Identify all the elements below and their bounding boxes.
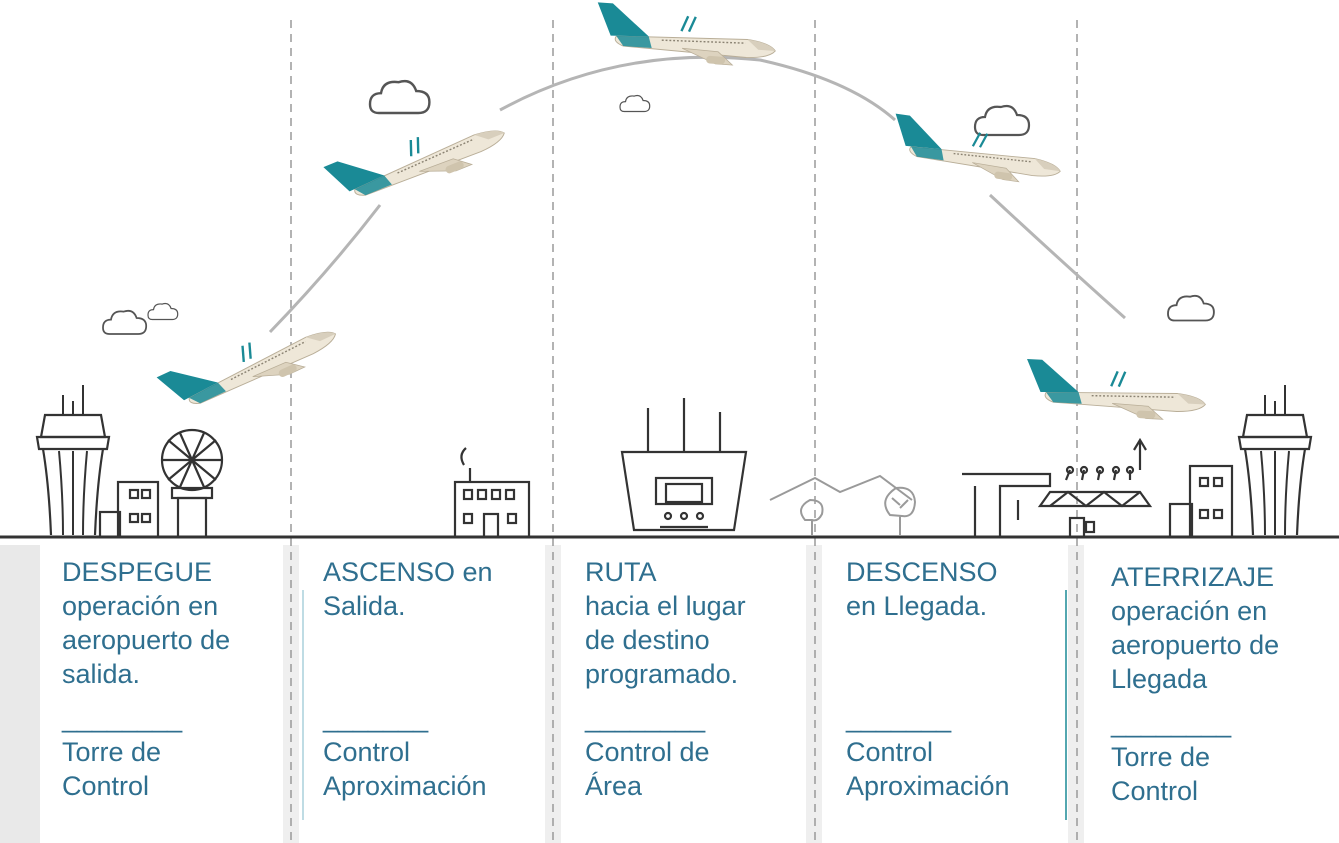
- building-icon: [1168, 464, 1234, 539]
- phase-desc: programado.: [585, 659, 739, 689]
- tree-icon: [884, 486, 917, 535]
- radar-dome-icon: [160, 428, 224, 539]
- control-label: Área: [585, 771, 643, 801]
- phase-title: RUTA: [585, 557, 657, 587]
- control-label: Control: [323, 737, 411, 767]
- phase-desc: de destino: [585, 625, 710, 655]
- phase-route: RUTA hacia el lugar de destino programad…: [585, 555, 746, 803]
- phase-descent: DESCENSO en Llegada. . . _______ Control…: [846, 555, 1010, 803]
- control-label: Control de: [585, 737, 710, 767]
- airplane-icon: [887, 112, 1067, 189]
- phase-desc: operación en: [62, 591, 219, 621]
- airplane-icon: [1023, 357, 1209, 423]
- phase-desc: Llegada: [1111, 664, 1208, 694]
- phase-title: ATERRIZAJE: [1111, 562, 1275, 592]
- separator-rule: ________: [585, 703, 706, 733]
- phase-desc: operación en: [1111, 596, 1268, 626]
- control-label: Aproximación: [323, 771, 487, 801]
- control-label: Control: [846, 737, 934, 767]
- control-tower-icon: [35, 383, 111, 537]
- phase-desc: salida.: [62, 659, 141, 689]
- cloud-icon: [1167, 294, 1215, 322]
- separator-rule: ________: [1111, 708, 1232, 738]
- airplane-icon: [322, 98, 512, 218]
- phase-desc: aeropuerto de: [1111, 630, 1280, 660]
- control-label: Control: [62, 771, 150, 801]
- mountains-icon: [769, 474, 913, 501]
- phase-takeoff: DESPEGUE operación en aeropuerto de sali…: [62, 555, 230, 803]
- control-label: Torre de: [62, 737, 162, 767]
- phase-title: DESPEGUE: [62, 557, 213, 587]
- cloud-icon: [973, 104, 1031, 137]
- airplane-icon: [155, 299, 344, 427]
- flight-path: [268, 55, 1126, 334]
- phase-title: ASCENSO en: [323, 557, 493, 587]
- control-label: Aproximación: [846, 771, 1010, 801]
- approach-control-building-icon: [453, 447, 531, 539]
- tree-icon: [800, 498, 824, 535]
- building-icon: [98, 480, 160, 539]
- phase-climb: ASCENSO en Salida. . . _______ Control A…: [323, 555, 493, 803]
- phase-desc: aeropuerto de: [62, 625, 231, 655]
- control-label: Torre de: [1111, 742, 1211, 772]
- phase-landing: ATERRIZAJE operación en aeropuerto de Ll…: [1111, 560, 1279, 808]
- control-tower-icon: [1237, 383, 1313, 537]
- separator-rule: ________: [62, 703, 183, 733]
- cloud-icon: [619, 94, 651, 113]
- separator-rule: _______: [323, 703, 429, 733]
- cloud-icon: [368, 79, 431, 115]
- control-label: Control: [1111, 776, 1199, 806]
- separator-rule: _______: [846, 703, 952, 733]
- phase-panels: [0, 545, 1084, 843]
- cloud-icon: [147, 302, 179, 321]
- phase-title: DESCENSO: [846, 557, 998, 587]
- terminal-icon: [962, 437, 1153, 539]
- phase-desc: Salida.: [323, 591, 406, 621]
- area-control-center-icon: [620, 398, 748, 532]
- cloud-icon: [102, 309, 148, 335]
- phase-dividers: [290, 20, 1078, 843]
- phase-desc: hacia el lugar: [585, 591, 746, 621]
- phase-desc: en Llegada.: [846, 591, 988, 621]
